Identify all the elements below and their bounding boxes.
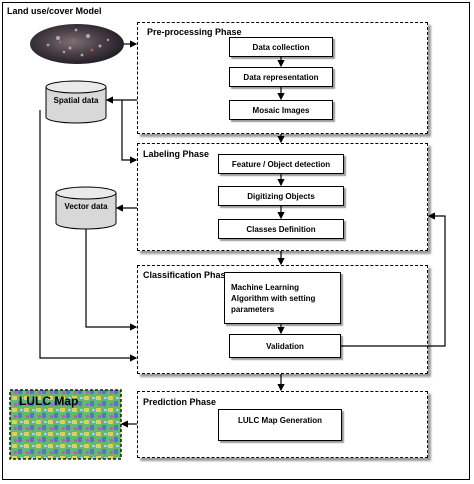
lulc-map-label: LULC Map (19, 394, 79, 408)
ml-algorithm-box: Machine Learning Algorithm with setting … (224, 272, 341, 324)
preprocessing-phase-title: Pre-processing Phase (147, 27, 242, 37)
diagram-frame (2, 2, 470, 480)
classes-definition-box: Classes Definition (218, 219, 344, 239)
mosaic-images-box: Mosaic Images (229, 100, 333, 120)
feature-detection-box: Feature / Object detection (218, 154, 344, 174)
validation-box: Validation (229, 334, 341, 358)
spatial-data-label: Spatial data (53, 96, 99, 105)
labeling-phase-title: Labeling Phase (143, 149, 210, 159)
vector-data-label: Vector data (64, 202, 108, 211)
diagram-title: Land use/cover Model (7, 6, 102, 16)
digitizing-objects-box: Digitizing Objects (218, 186, 344, 206)
data-collection-box: Data collection (229, 37, 333, 57)
data-representation-box: Data representation (229, 67, 333, 87)
prediction-phase-title: Prediction Phase (143, 397, 217, 407)
lulc-generation-box: LULC Map Generation (218, 409, 342, 441)
classification-phase-title: Classification Phase (143, 270, 231, 280)
